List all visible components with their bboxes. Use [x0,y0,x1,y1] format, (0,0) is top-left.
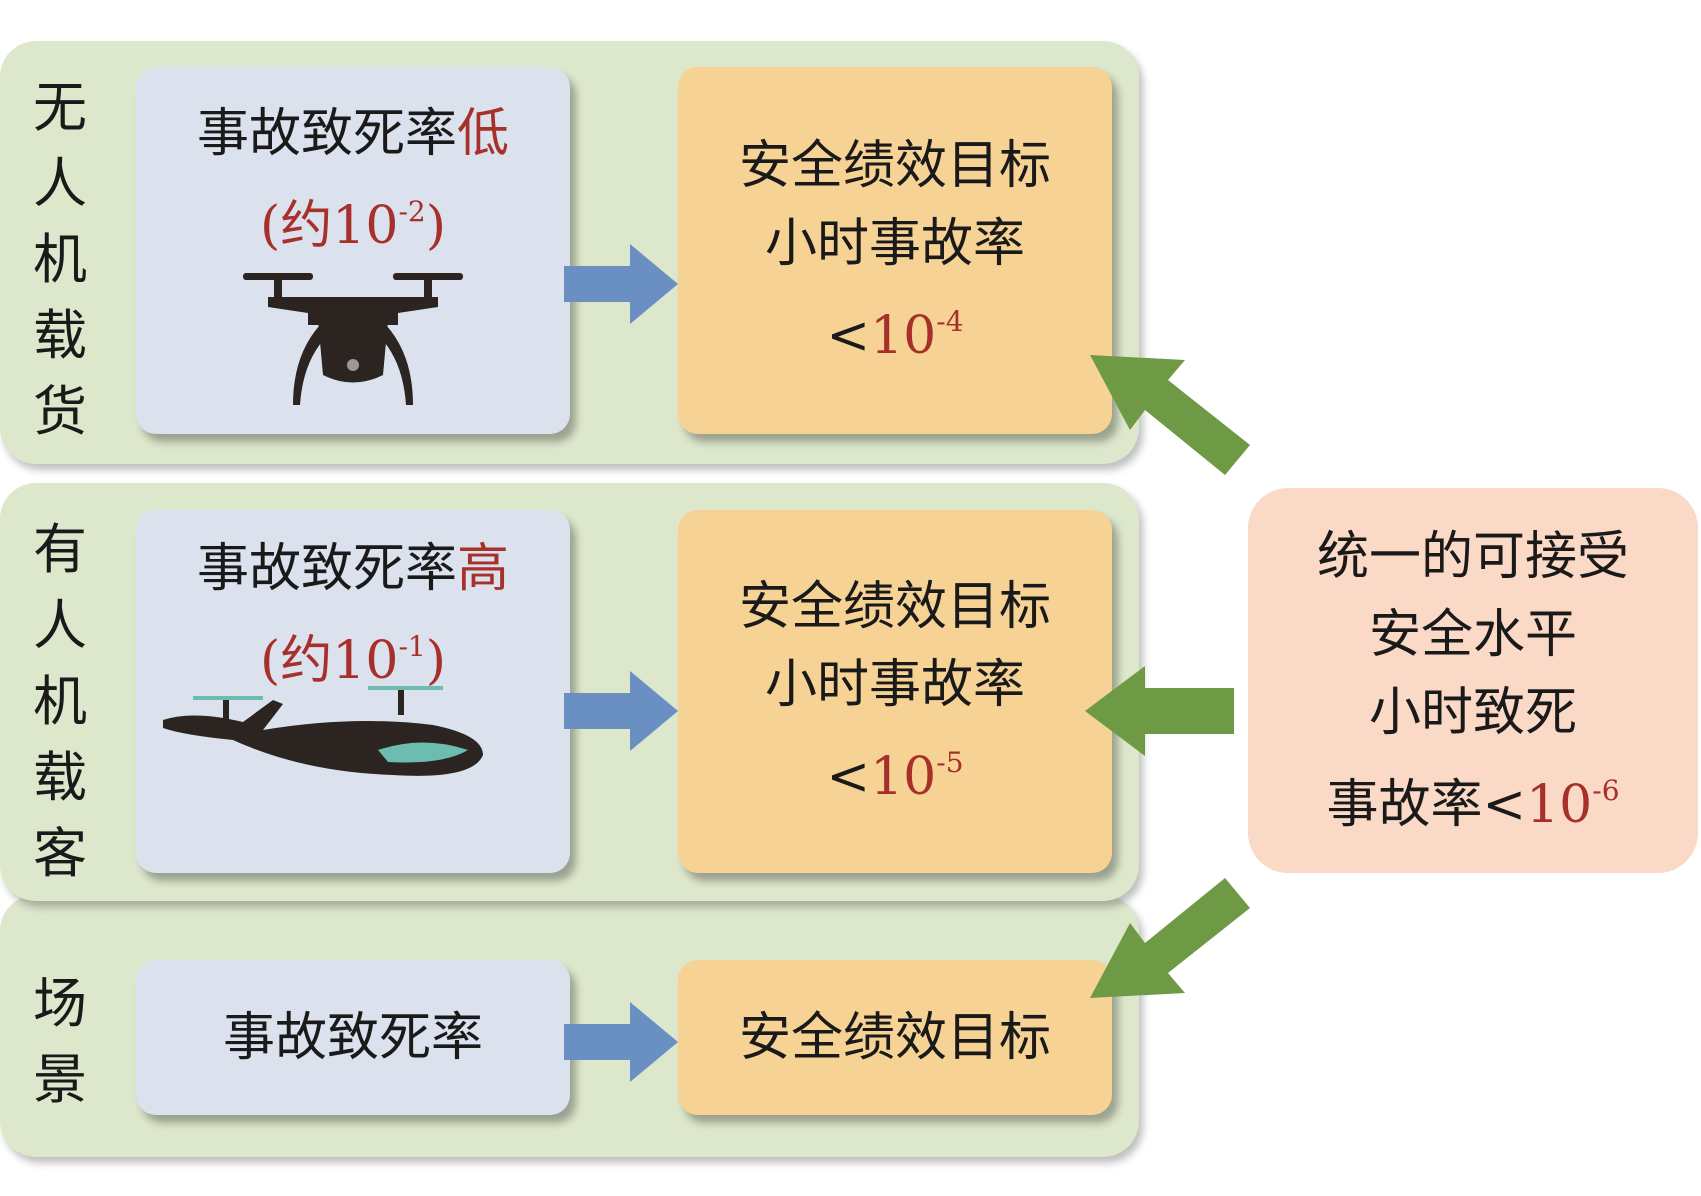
rate-level: 低 [457,104,510,164]
drone-icon [243,273,463,405]
unified-line4: 事故率< [1326,774,1527,835]
target-title: 安全绩效目标 [738,576,1051,637]
green-arrow-to-cargo [1090,355,1250,475]
target-metric: 小时事故率 [764,654,1025,715]
unified-safety-level-box: 统一的可接受 安全水平 小时致死 事故率<10-6 [1248,488,1698,873]
rate-level: 高 [457,539,510,599]
fatality-rate-box-manned: 事故致死率高 (约10-1) [136,510,570,873]
target-exp: -4 [936,304,964,338]
unified-line3: 小时致死 [1368,682,1577,743]
rate-text: 事故致死率 [196,539,457,599]
target-base: 10 [870,746,937,807]
target-title: 安全绩效目标 [738,135,1051,196]
unified-base: 10 [1526,774,1593,835]
target-box-cargo: 安全绩效目标 小时事故率 <10-4 [678,67,1112,434]
fatality-rate-box-cargo: 事故致死率低 (约10-2) [136,67,570,434]
approx-value: (约10 [259,631,399,691]
row-label-cargo: 无人机载货 [33,76,87,443]
fatality-rate-box-scene: 事故致死率 [136,960,570,1115]
unified-line1: 统一的可接受 [1316,526,1629,587]
target-base: 10 [870,305,937,366]
blue-arrow-manned [564,671,678,751]
evtol-aircraft-icon [163,686,483,776]
approx-value: (约10 [259,196,399,256]
target-box-scene: 安全绩效目标 [678,960,1112,1115]
approx-suffix: ) [425,196,447,256]
target-lt: < [826,746,871,807]
target-metric: 小时事故率 [764,213,1025,274]
row-label-scene: 场景 [33,972,87,1111]
target-title: 安全绩效目标 [738,1007,1051,1068]
approx-exp: -1 [398,630,426,663]
blue-arrow-scene [564,1002,678,1082]
target-lt: < [826,305,871,366]
row-label-manned: 有人机载客 [33,518,87,885]
unified-exp: -6 [1592,773,1620,807]
unified-line2: 安全水平 [1368,604,1577,665]
blue-arrow-cargo [564,244,678,324]
target-exp: -5 [936,745,964,779]
rate-text: 事故致死率 [196,104,457,164]
target-box-manned: 安全绩效目标 小时事故率 <10-5 [678,510,1112,873]
approx-exp: -2 [398,195,426,228]
rate-text: 事故致死率 [222,1007,483,1068]
approx-suffix: ) [425,631,447,691]
green-arrow-to-scene [1090,878,1250,998]
green-arrow-to-manned [1085,666,1234,756]
